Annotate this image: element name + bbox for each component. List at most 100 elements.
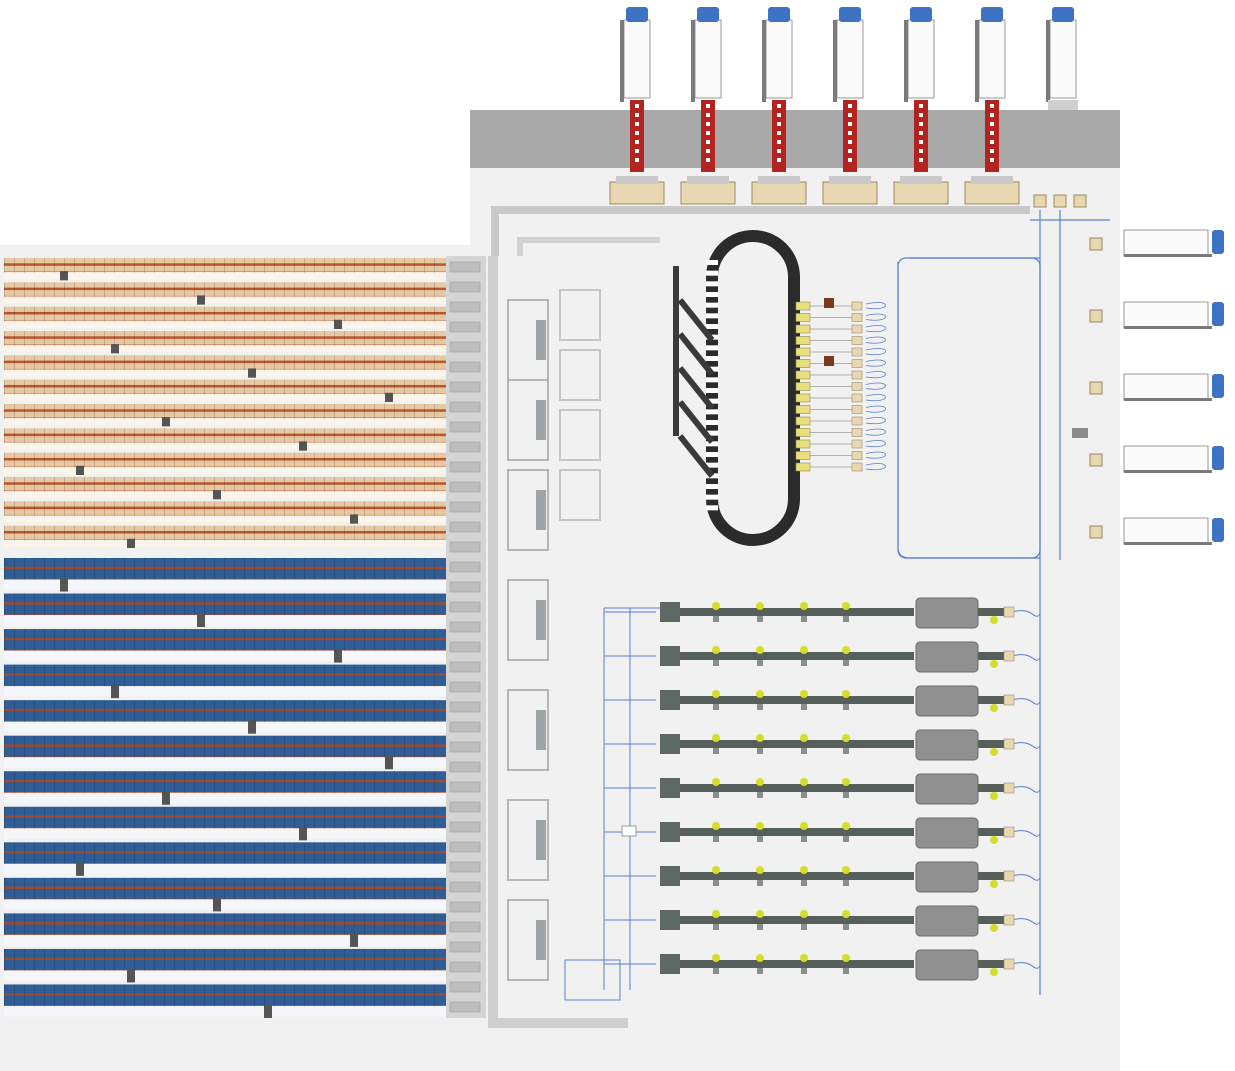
operator-position (842, 866, 850, 874)
bay-divider (374, 525, 375, 541)
bay-divider (374, 558, 375, 581)
conveyor-roller (919, 140, 923, 144)
bay-divider (224, 379, 225, 395)
bay-divider (214, 525, 215, 541)
box-icon (1003, 738, 1015, 750)
bay-divider (274, 331, 275, 347)
bay-divider (4, 842, 5, 865)
bay-divider (34, 404, 35, 420)
bay-divider (364, 331, 365, 347)
bay-divider (54, 735, 55, 758)
bay-divider (124, 501, 125, 517)
conveyor-roller (706, 131, 710, 135)
bay-divider (184, 842, 185, 865)
bay-divider (194, 877, 195, 900)
box-icon (1089, 453, 1103, 467)
bay-divider (354, 806, 355, 829)
bay-divider (414, 331, 415, 347)
bay-divider (104, 842, 105, 865)
bay-divider (204, 806, 205, 829)
bay-divider (354, 379, 355, 395)
bay-divider (134, 913, 135, 936)
bay-divider (424, 664, 425, 687)
line-infeed (660, 822, 680, 842)
bay-divider (224, 806, 225, 829)
bay-divider (344, 525, 345, 541)
bay-divider (164, 664, 165, 687)
sorter-chute (795, 428, 811, 437)
packing-machine (915, 729, 979, 761)
conveyor-roller (848, 104, 852, 108)
bay-divider (214, 593, 215, 616)
bay-divider (304, 558, 305, 581)
bay-divider (314, 282, 315, 298)
workstation-table (801, 616, 807, 622)
bay-divider (334, 735, 335, 758)
bay-divider (334, 664, 335, 687)
bay-divider (14, 428, 15, 444)
bay-divider (4, 452, 5, 468)
bay-divider (4, 700, 5, 723)
bay-divider (94, 355, 95, 371)
bay-divider (264, 842, 265, 865)
bay-divider (334, 593, 335, 616)
bay-divider (424, 735, 425, 758)
bay-divider (14, 735, 15, 758)
stacker-crane (350, 514, 358, 524)
bay-divider (294, 984, 295, 1007)
bay-divider (324, 501, 325, 517)
picking-station (536, 820, 546, 860)
bay-divider (324, 404, 325, 420)
bay-divider (204, 379, 205, 395)
outfeed-conveyor (978, 740, 1004, 748)
rack-aisle (4, 970, 446, 982)
bay-divider (284, 355, 285, 371)
bay-divider (274, 913, 275, 936)
bay-divider (254, 282, 255, 298)
bay-divider (24, 913, 25, 936)
bay-divider (384, 558, 385, 581)
bay-divider (324, 558, 325, 581)
stacker-crane (248, 368, 256, 378)
sorter-equipment (824, 298, 834, 308)
bay-divider (124, 331, 125, 347)
bay-divider (134, 258, 135, 274)
packing-line (660, 861, 1015, 893)
packing-line (660, 773, 1015, 805)
bay-divider (284, 593, 285, 616)
line-infeed (660, 690, 680, 710)
rack-row (4, 282, 446, 305)
bay-divider (244, 306, 245, 322)
bay-divider (124, 379, 125, 395)
operator-position (842, 910, 850, 918)
operator-position (990, 792, 998, 800)
bay-divider (394, 984, 395, 1007)
dock-door (893, 7, 949, 205)
bay-divider (304, 593, 305, 616)
bay-divider (314, 306, 315, 322)
transfer-unit (449, 341, 481, 353)
bay-divider (314, 984, 315, 1007)
packing-conveyor (660, 872, 914, 880)
bay-divider (304, 984, 305, 1007)
side-dock (1089, 445, 1224, 473)
bay-divider (124, 282, 125, 298)
sorter-carrier (706, 260, 718, 265)
dock-leveler (829, 176, 871, 184)
bay-divider (154, 452, 155, 468)
bay-divider (214, 282, 215, 298)
box-icon (1033, 194, 1047, 208)
bay-divider (244, 913, 245, 936)
rack-beam (4, 637, 446, 641)
bay-divider (104, 664, 105, 687)
bay-divider (434, 501, 435, 517)
bay-divider (134, 948, 135, 971)
bay-divider (304, 477, 305, 493)
bay-divider (104, 355, 105, 371)
bay-divider (344, 948, 345, 971)
bay-divider (234, 355, 235, 371)
bay-divider (54, 306, 55, 322)
bay-divider (174, 558, 175, 581)
bay-divider (64, 984, 65, 1007)
